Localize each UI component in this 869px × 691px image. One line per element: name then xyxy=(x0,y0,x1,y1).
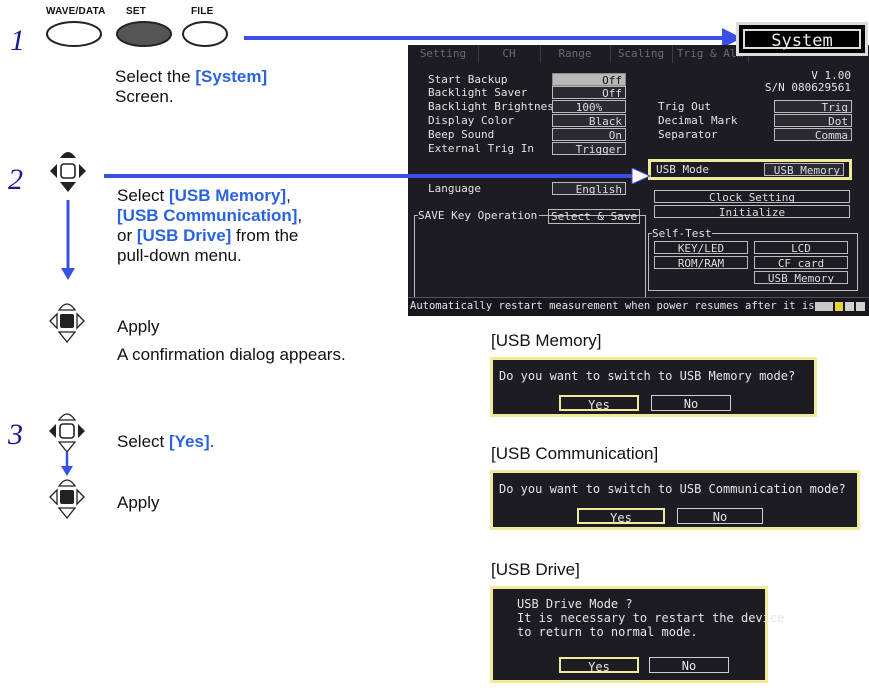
system-tab-label: System xyxy=(771,31,833,51)
self-test-cf-card[interactable]: CF card xyxy=(754,256,848,270)
yes-button[interactable]: Yes xyxy=(577,508,665,525)
yes-button[interactable]: Yes xyxy=(559,657,639,674)
setting-value-display-color[interactable]: Black xyxy=(552,114,626,128)
no-button[interactable]: No xyxy=(677,508,763,524)
save-key-value[interactable]: Select & Save xyxy=(548,209,641,224)
system-tab-inner xyxy=(743,29,861,49)
version: V 1.00 xyxy=(811,69,851,82)
setting-label: Separator xyxy=(658,128,718,141)
status-text: Automatically restart measurement when p… xyxy=(410,300,815,312)
dialog-caption-usb-communication: [USB Communication] xyxy=(491,444,659,463)
arrow-to-system xyxy=(244,28,742,48)
step-1-number: 1 xyxy=(10,24,25,57)
setting-value-decimal-mark[interactable]: Dot xyxy=(774,114,852,128)
tab-setting[interactable]: Setting xyxy=(408,45,479,63)
status-bar xyxy=(408,297,869,316)
setting-label: Display Color xyxy=(428,114,515,127)
file-key-label: FILE xyxy=(191,6,214,17)
usb-mode-label: USB Mode xyxy=(656,163,709,176)
setting-label: Backlight Brightness xyxy=(428,100,561,113)
dialog-message: Do you want to switch to USB Memory mode… xyxy=(499,369,796,383)
save-key-box xyxy=(414,215,646,304)
arrow-to-usb-mode xyxy=(104,168,652,184)
setting-value-language[interactable]: English xyxy=(552,182,626,196)
no-button[interactable]: No xyxy=(651,395,731,411)
dialog-caption-usb-memory: [USB Memory] xyxy=(491,331,602,350)
setting-label: External Trig In xyxy=(428,142,534,155)
dpad-apply-icon-2 xyxy=(49,479,85,520)
dialog-message-line: It is necessary to restart the device xyxy=(517,611,785,625)
system-screen: Setting CH Range Scaling Trig & Alm V 1.… xyxy=(408,45,869,316)
arrow-down-2 xyxy=(61,452,73,476)
dpad-apply-icon xyxy=(49,303,85,344)
step-3-number: 3 xyxy=(8,418,23,451)
self-test-lcd[interactable]: LCD xyxy=(754,241,848,255)
yes-button[interactable]: Yes xyxy=(559,395,639,412)
file-key xyxy=(182,21,228,47)
serial-number: S/N 080629561 xyxy=(764,81,851,94)
tab-ch[interactable]: CH xyxy=(478,45,541,63)
wave-data-key xyxy=(46,21,102,47)
tab-range[interactable]: Range xyxy=(540,45,611,63)
setting-label: Backlight Saver xyxy=(428,86,528,99)
step-2-apply: Apply xyxy=(117,317,160,336)
clock-setting-button[interactable]: Clock Setting xyxy=(654,190,850,204)
no-button[interactable]: No xyxy=(649,657,729,673)
step-3-instruction: Select [Yes]. xyxy=(117,432,215,451)
setting-value-external-trig[interactable]: Trigger xyxy=(552,142,626,156)
set-key xyxy=(116,21,172,47)
wave-data-key-label: WAVE/DATA xyxy=(46,6,106,17)
setting-value-start-backup[interactable]: Off xyxy=(552,73,626,87)
save-key-label: SAVE Key Operation xyxy=(418,209,540,222)
setting-label: Language xyxy=(428,182,481,195)
setting-label: Beep Sound xyxy=(428,128,495,141)
arrow-down-1 xyxy=(61,200,75,280)
self-test-box xyxy=(648,233,858,291)
dialog-message-line: USB Drive Mode ? xyxy=(517,597,633,611)
step-2-confirm: A confirmation dialog appears. xyxy=(117,345,346,364)
setting-value-trig-out[interactable]: Trig xyxy=(774,100,852,114)
dialog-message-line: to return to normal mode. xyxy=(517,625,698,639)
setting-label: Decimal Mark xyxy=(658,114,738,127)
dpad-up-down-icon xyxy=(50,152,86,192)
step-3-apply: Apply xyxy=(117,493,160,512)
usb-mode-highlight xyxy=(648,159,852,180)
setting-value-backlight-saver[interactable]: Off xyxy=(552,86,626,100)
dialog-usb-communication: Do you want to switch to USB Communicati… xyxy=(490,470,860,530)
system-tab[interactable]: System xyxy=(736,22,868,56)
setting-value-separator[interactable]: Comma xyxy=(774,128,852,142)
tab-scaling[interactable]: Scaling xyxy=(610,45,673,63)
setting-label: Trig Out xyxy=(658,100,711,113)
dpad-left-right-icon xyxy=(49,413,85,454)
set-key-label: SET xyxy=(126,6,147,17)
dialog-message: Do you want to switch to USB Communicati… xyxy=(499,482,846,496)
step-2-instruction: Select [USB Memory], [USB Communication]… xyxy=(117,186,303,265)
initialize-button[interactable]: Initialize xyxy=(654,205,850,219)
setting-label: Start Backup xyxy=(428,73,508,86)
dialog-caption-usb-drive: [USB Drive] xyxy=(491,560,580,579)
self-test-usb-memory[interactable]: USB Memory xyxy=(754,271,848,285)
setting-value-beep[interactable]: On xyxy=(552,128,626,142)
step-1-instruction: Select the [System] Screen. xyxy=(115,67,268,106)
self-test-rom-ram[interactable]: ROM/RAM xyxy=(654,256,748,270)
status-icons xyxy=(815,301,867,312)
usb-mode-value[interactable]: USB Memory xyxy=(764,163,844,177)
dialog-usb-memory: Do you want to switch to USB Memory mode… xyxy=(490,357,817,417)
function-keys xyxy=(46,21,228,47)
dialog-usb-drive: USB Drive Mode ? It is necessary to rest… xyxy=(490,586,784,683)
self-test-title: Self-Test xyxy=(652,227,712,240)
setting-value-brightness[interactable]: 100% xyxy=(552,100,626,114)
step-2-number: 2 xyxy=(8,163,23,196)
self-test-key-led[interactable]: KEY/LED xyxy=(654,241,748,255)
